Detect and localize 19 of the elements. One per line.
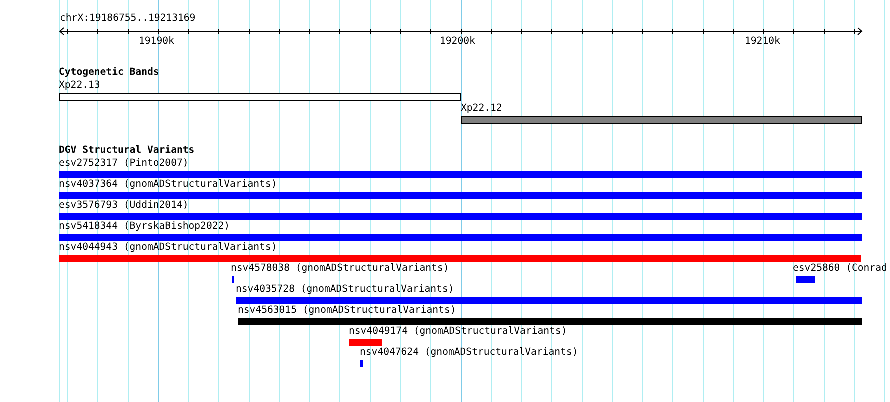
feature-label: esv3576793 (Uddin2014) bbox=[59, 200, 189, 212]
feature-label: nsv4044943 (gnomADStructuralVariants) bbox=[59, 242, 278, 254]
feature-label: nsv4578038 (gnomADStructuralVariants) bbox=[231, 263, 450, 275]
feature-label: esv2752317 (Pinto2007) bbox=[59, 158, 189, 170]
feature-label: nsv4037364 (gnomADStructuralVariants) bbox=[59, 179, 278, 191]
track-heading: DGV Structural Variants bbox=[59, 145, 195, 157]
tick-label: 19210k bbox=[745, 36, 780, 48]
locus-label: chrX:19186755..19213169 bbox=[60, 13, 196, 25]
track-heading: Cytogenetic Bands bbox=[59, 67, 160, 79]
feature-label: nsv4049174 (gnomADStructuralVariants) bbox=[349, 326, 568, 338]
feature-label: nsv4563015 (gnomADStructuralVariants) bbox=[238, 305, 456, 317]
tick-label: 19190k bbox=[139, 36, 174, 48]
feature-label: Xp22.13 bbox=[59, 80, 100, 92]
feature-label: nsv4047624 (gnomADStructuralVariants) bbox=[360, 347, 578, 359]
feature-label: nsv5418344 (ByrskaBishop2022) bbox=[59, 221, 230, 233]
tick-label: 19200k bbox=[440, 36, 476, 48]
feature-label: Xp22.12 bbox=[461, 103, 502, 115]
feature-label: nsv4035728 (gnomADStructuralVariants) bbox=[236, 284, 454, 296]
feature-label: esv25860 (Conrad bbox=[793, 263, 888, 275]
